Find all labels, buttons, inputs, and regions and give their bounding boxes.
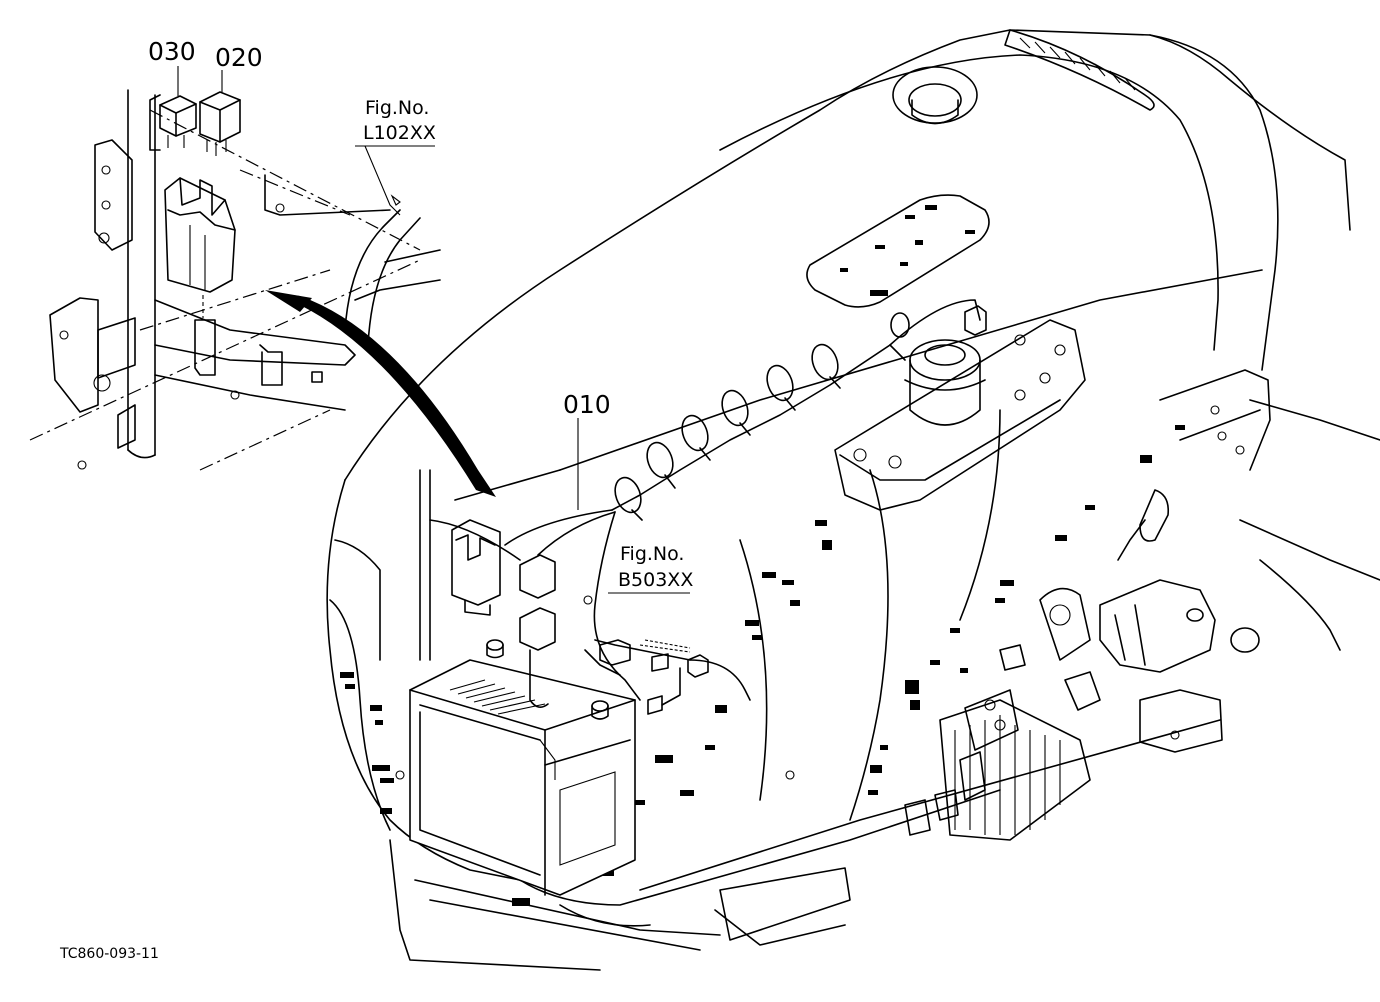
- fig-ref-2-code: B503XX: [618, 569, 693, 591]
- engine-block-lower: [904, 587, 1223, 841]
- fig-ref-1-title: Fig.No.: [365, 97, 429, 119]
- battery-vent-stripes: [449, 679, 546, 715]
- left-mounting-bracket-upper: [94, 139, 133, 251]
- frame-rail: [77, 203, 356, 470]
- drawing-code: TC860-093-11: [59, 946, 159, 962]
- direction-arrow: [265, 290, 496, 497]
- relay-020: [199, 91, 241, 156]
- battery-terminal: [486, 639, 609, 720]
- surface-markings: [340, 425, 1185, 906]
- wiring-harness-010: [504, 299, 987, 715]
- engine-filter: [904, 339, 986, 426]
- engine-valve-cover: [834, 319, 1086, 511]
- hood-body: [326, 29, 1351, 971]
- filler-cap: [892, 66, 978, 125]
- relay-socket: [164, 177, 236, 318]
- vertical-post: [127, 89, 156, 459]
- fuse-030: [159, 95, 197, 148]
- callout-020: 020: [215, 43, 263, 72]
- warning-decal: [806, 194, 990, 308]
- roll-bar-tube: [344, 209, 441, 346]
- left-mounting-bracket-lower: [49, 297, 136, 449]
- fig-ref-2-title: Fig.No.: [620, 543, 684, 565]
- battery: [409, 639, 636, 896]
- installed-relay-block: [451, 519, 501, 616]
- hood-vent: [1004, 29, 1155, 111]
- starter-motor: [1099, 489, 1260, 673]
- leader-lines: [177, 66, 690, 594]
- connector-lower: [519, 607, 556, 708]
- side-frame-right: [1159, 369, 1380, 651]
- relay-bracket-panel: [149, 94, 391, 386]
- connector-upper: [519, 554, 556, 599]
- callout-030: 030: [148, 37, 196, 66]
- callout-010: 010: [563, 390, 611, 419]
- fig-ref-1-code: L102XX: [363, 122, 436, 144]
- detail-inset-frame: [29, 109, 421, 471]
